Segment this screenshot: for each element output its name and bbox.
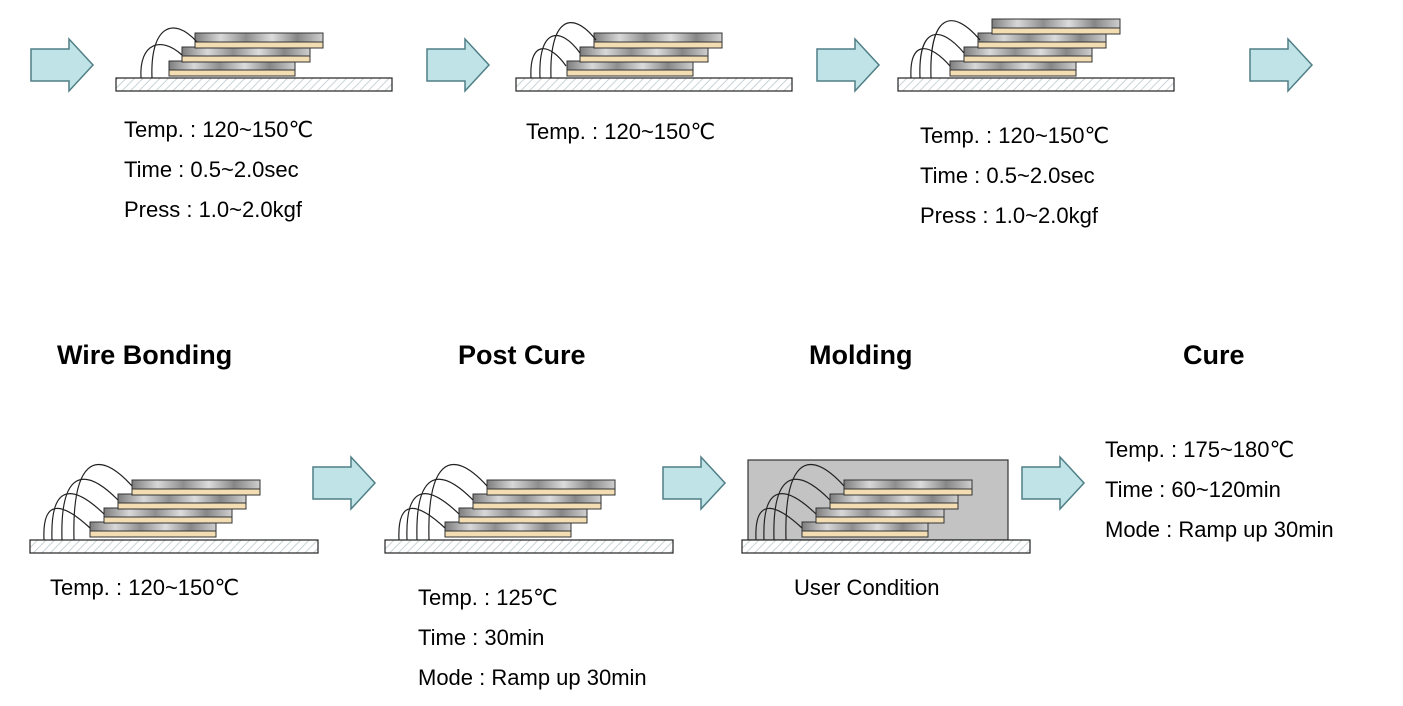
wire-2-3 xyxy=(550,22,597,79)
arrow-in-1 xyxy=(30,37,95,93)
post-cure-time: Time : 30min xyxy=(418,625,545,650)
die-2-3 xyxy=(593,32,723,43)
cure-mode: Mode : Ramp up 30min xyxy=(1105,517,1334,542)
cure-time: Time : 60~120min xyxy=(1105,477,1281,502)
step3-temp: Temp. : 120~150℃ xyxy=(920,123,1110,148)
mo-die-4 xyxy=(843,479,973,490)
arrow-6 xyxy=(662,455,727,511)
arrow-7 xyxy=(1021,455,1086,511)
post-cure-temp: Temp. : 125℃ xyxy=(418,585,558,610)
step1-time: Time : 0.5~2.0sec xyxy=(124,157,299,182)
die-1-3 xyxy=(194,32,324,43)
post-cure-title: Post Cure xyxy=(458,340,586,370)
wb-die-4 xyxy=(131,479,261,490)
molding-params: User Condition xyxy=(794,568,940,608)
cure-temp: Temp. : 175~180℃ xyxy=(1105,437,1295,462)
cure-params: Temp. : 175~180℃ Time : 60~120min Mode :… xyxy=(1105,430,1334,550)
step1-temp: Temp. : 120~150℃ xyxy=(124,117,314,142)
wb-substrate xyxy=(29,539,319,554)
post-cure-params: Temp. : 125℃ Time : 30min Mode : Ramp up… xyxy=(418,578,647,698)
arrow-5 xyxy=(312,455,377,511)
wire-2-2 xyxy=(539,35,581,79)
wire-bonding-title: Wire Bonding xyxy=(57,340,233,370)
pc-wire-3 xyxy=(416,478,474,541)
wire-2-1 xyxy=(530,48,567,79)
wb-wire-4 xyxy=(73,464,133,541)
arrow-4 xyxy=(1249,37,1314,93)
wire-3-3 xyxy=(930,20,981,79)
step1-press: Press : 1.0~2.0kgf xyxy=(124,197,302,222)
pc-wire-2 xyxy=(406,493,460,541)
pc-substrate xyxy=(384,539,674,554)
substrate-1 xyxy=(115,77,393,92)
step2-temp: Temp. : 120~150℃ xyxy=(526,119,716,144)
step3-params: Temp. : 120~150℃ Time : 0.5~2.0sec Press… xyxy=(920,116,1109,236)
step1-params: Temp. : 120~150℃ Time : 0.5~2.0sec Press… xyxy=(124,110,313,230)
post-cure-mode: Mode : Ramp up 30min xyxy=(418,665,647,690)
wb-wire-3 xyxy=(61,478,119,541)
die-3-4 xyxy=(991,18,1121,29)
wire-bonding-params: Temp. : 120~150℃ xyxy=(50,568,239,608)
step3-press: Press : 1.0~2.0kgf xyxy=(920,203,1098,228)
molding-condition: User Condition xyxy=(794,575,940,600)
wire-1-2 xyxy=(151,27,198,79)
wb-wire-1 xyxy=(43,507,91,541)
pc-die-4 xyxy=(486,479,616,490)
mo-wire-4 xyxy=(785,464,845,541)
arrow-2 xyxy=(426,37,491,93)
wire-bonding-temp: Temp. : 120~150℃ xyxy=(50,575,240,600)
step3-time: Time : 0.5~2.0sec xyxy=(920,163,1095,188)
mo-wire-1 xyxy=(755,507,803,541)
wire-3-2 xyxy=(919,34,965,79)
substrate-2 xyxy=(515,77,793,92)
pc-wire-4 xyxy=(428,464,488,541)
mo-wire-3 xyxy=(773,478,831,541)
wb-wire-2 xyxy=(51,493,105,541)
arrow-3 xyxy=(816,37,881,93)
mo-substrate xyxy=(741,539,1031,554)
substrate-3 xyxy=(897,77,1175,92)
cure-title: Cure xyxy=(1183,340,1245,370)
wire-1-1 xyxy=(140,44,183,79)
mo-wire-2 xyxy=(763,493,817,541)
step2-params: Temp. : 120~150℃ xyxy=(526,112,715,152)
pc-wire-1 xyxy=(398,507,446,541)
molding-title: Molding xyxy=(809,340,913,370)
